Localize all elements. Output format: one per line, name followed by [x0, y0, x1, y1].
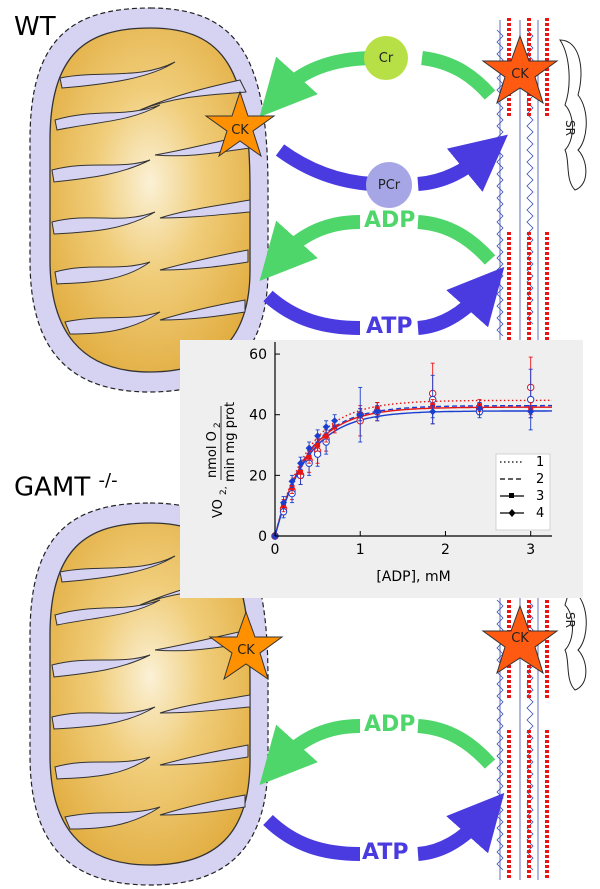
- data-point-series-3: [323, 433, 329, 439]
- data-point-series-4: [297, 459, 305, 467]
- y-tick-label: 0: [258, 529, 267, 545]
- ck-label-myofibril-gamt: CK: [511, 630, 529, 646]
- fit-curve-series-3: [274, 406, 552, 537]
- data-point-series-4: [476, 405, 484, 413]
- data-point-series-3: [298, 469, 304, 475]
- data-point-series-4: [288, 477, 296, 485]
- panel-label-gamt-superscript: -/-: [98, 470, 118, 491]
- y-axis-label-vo2-sub: 2,: [219, 486, 229, 495]
- arrow-adp-top: [259, 215, 496, 281]
- legend-label-3: 3: [536, 489, 544, 504]
- panel-label-wt: WT: [14, 12, 56, 42]
- x-tick-label: 0: [271, 542, 280, 558]
- adp-label-bottom: ADP: [364, 712, 416, 737]
- legend-marker-3: [509, 493, 514, 498]
- data-point-series-3: [306, 454, 312, 460]
- data-point-series-4: [280, 499, 288, 507]
- data-point-series-4: [322, 423, 330, 431]
- fit-curve-series-4: [274, 410, 552, 537]
- cr-label: Cr: [378, 50, 394, 66]
- legend-label-1: 1: [536, 455, 544, 470]
- data-point-series-3: [315, 442, 321, 448]
- ck-star-myofibril-wt: [481, 34, 559, 105]
- data-point-series-4: [373, 408, 381, 416]
- y-axis-label-numerator: nmol O: [205, 431, 220, 478]
- arrow-atp-bottom: [263, 792, 505, 861]
- legend-label-4: 4: [536, 506, 544, 521]
- ck-label-mito-wt: CK: [231, 122, 249, 138]
- y-tick-label: 60: [249, 347, 267, 363]
- legend-marker-4: [508, 509, 516, 517]
- adp-label-top: ADP: [364, 208, 416, 233]
- ck-label-mito-gamt: CK: [237, 642, 255, 658]
- myofibril-bottom: [496, 539, 587, 880]
- legend-label-2: 2: [536, 472, 544, 487]
- fit-curve-series-2: [274, 404, 552, 537]
- data-point-series-4: [331, 417, 339, 425]
- data-point-series-4: [356, 411, 364, 419]
- legend-box: [495, 453, 551, 531]
- pcr-label: PCr: [377, 177, 401, 193]
- sr-label-bottom: SR: [563, 612, 577, 628]
- ck-star-mito-wt: [204, 90, 276, 158]
- atp-label-top: ATP: [366, 314, 413, 339]
- arrow-atp-top: [263, 266, 505, 335]
- chart-legend: 1 2 3 4: [495, 453, 551, 531]
- y-tick-label: 40: [249, 408, 267, 424]
- x-tick-label: 3: [526, 542, 535, 558]
- data-point-series-4: [305, 444, 313, 452]
- atp-label-bottom: ATP: [362, 840, 409, 865]
- sr-label-top: SR: [563, 120, 577, 136]
- y-tick-label: 20: [249, 468, 267, 484]
- x-axis-label: [ADP], mM: [376, 569, 450, 585]
- arrow-cr-top: [259, 51, 496, 117]
- data-point-series-2: [526, 395, 535, 404]
- y-axis-label-vo2: VO: [211, 499, 226, 518]
- y-axis-label-numerator-sub: 2: [213, 422, 223, 428]
- data-point-series-4: [527, 408, 535, 416]
- arrow-adp-bottom: [259, 719, 496, 785]
- data-point-series-4: [429, 408, 437, 416]
- data-point-series-4: [314, 432, 322, 440]
- ck-star-mito-gamt: [208, 610, 284, 681]
- x-tick-label: 1: [356, 542, 365, 558]
- data-point-series-2: [313, 450, 322, 458]
- panel-label-gamt-text: GAMT: [14, 472, 91, 503]
- pcr-circle: PCr: [366, 162, 412, 208]
- cr-circle: Cr: [364, 36, 408, 80]
- arrow-pcr-top: [275, 134, 508, 192]
- mitochondrion-wt: [29, 7, 269, 393]
- y-axis-label-denominator: min mg prot: [223, 402, 238, 482]
- ck-label-myofibril-wt: CK: [511, 66, 529, 82]
- panel-label-gamt: GAMT -/-: [14, 470, 118, 503]
- ck-star-myofibril-gamt: [481, 604, 559, 675]
- x-tick-label: 2: [441, 542, 450, 558]
